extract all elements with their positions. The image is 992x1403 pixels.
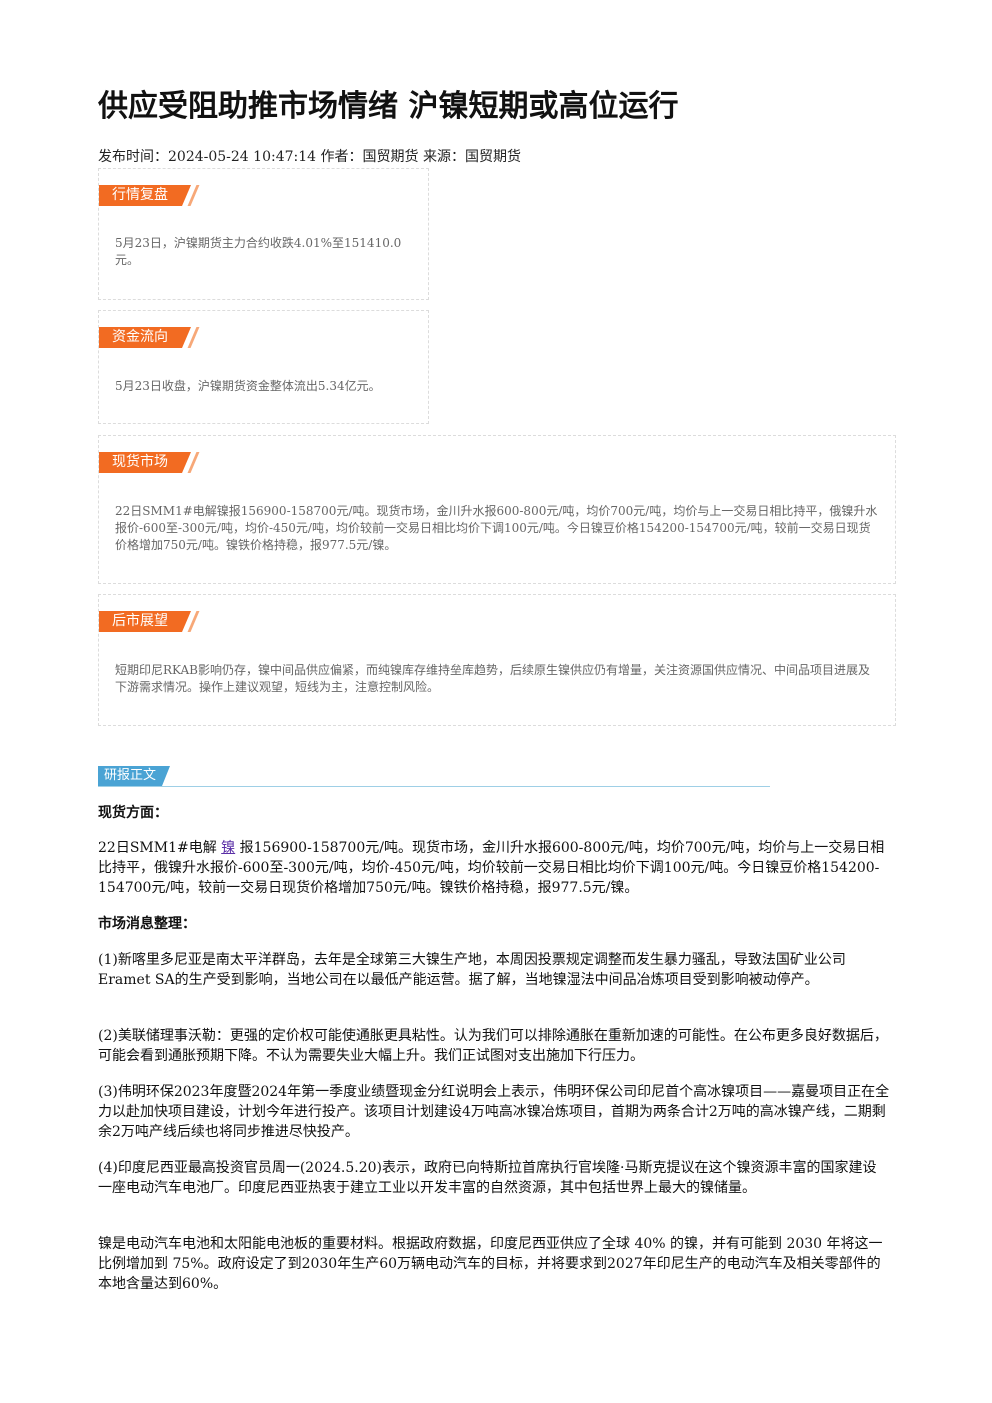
fund-flow-card: 资金流向 5月23日收盘，沪镍期货资金整体流出5.34亿元。 — [98, 310, 429, 424]
news-item: 镍是电动汽车电池和太阳能电池板的重要材料。根据政府数据，印度尼西亚供应了全球 4… — [98, 1236, 883, 1292]
market-review-card: 行情复盘 5月23日，沪镍期货主力合约收跌4.01%至151410.0元。 — [98, 168, 429, 300]
nickel-link[interactable]: 镍 — [221, 840, 236, 856]
news-heading: 市场消息整理： — [98, 916, 196, 932]
news-item: (2)美联储理事沃勒：更强的定价权可能使通胀更具粘性。认为我们可以排除通胀在重新… — [98, 1028, 888, 1064]
news-item: (4)印度尼西亚最高投资官员周一(2024.5.20)表示，政府已向特斯拉首席执… — [98, 1160, 877, 1196]
outlook-card: 后市展望 短期印尼RKAB影响仍存，镍中间品供应偏紧，而纯镍库存维持垒库趋势，后… — [98, 594, 896, 726]
spot-heading: 现货方面： — [98, 805, 168, 821]
spot-market-text: 22日SMM1#电解镍报156900-158700元/吨。现货市场，金川升水报6… — [115, 504, 878, 552]
spot-paragraph: 22日SMM1#电解 镍 报156900-158700元/吨。现货市场，金川升水… — [98, 838, 890, 898]
report-header: 研报正文 — [98, 766, 770, 787]
report-tag: 研报正文 — [98, 766, 171, 786]
market-review-tag: 行情复盘 — [99, 185, 191, 206]
article-title: 供应受阻助推市场情绪 沪镍短期或高位运行 — [98, 89, 679, 124]
spot-market-tag: 现货市场 — [99, 452, 191, 473]
news-item: (3)伟明环保2023年度暨2024年第一季度业绩暨现金分红说明会上表示，伟明环… — [98, 1084, 890, 1140]
outlook-tag: 后市展望 — [99, 611, 191, 632]
fund-flow-tag: 资金流向 — [99, 327, 191, 348]
spot-paragraph-pre: 22日SMM1#电解 — [98, 840, 217, 856]
outlook-text: 短期印尼RKAB影响仍存，镍中间品供应偏紧，而纯镍库存维持垒库趋势，后续原生镍供… — [115, 663, 871, 694]
news-item: (1)新喀里多尼亚是南太平洋群岛，去年是全球第三大镍生产地，本周因投票规定调整而… — [98, 952, 846, 988]
fund-flow-text: 5月23日收盘，沪镍期货资金整体流出5.34亿元。 — [115, 379, 381, 393]
spot-paragraph-post: 报156900-158700元/吨。现货市场，金川升水报600-800元/吨，均… — [98, 840, 885, 896]
article-meta: 发布时间：2024-05-24 10:47:14 作者：国贸期货 来源：国贸期货 — [98, 149, 521, 165]
spot-market-card: 现货市场 22日SMM1#电解镍报156900-158700元/吨。现货市场，金… — [98, 435, 896, 584]
market-review-text: 5月23日，沪镍期货主力合约收跌4.01%至151410.0元。 — [115, 236, 402, 267]
